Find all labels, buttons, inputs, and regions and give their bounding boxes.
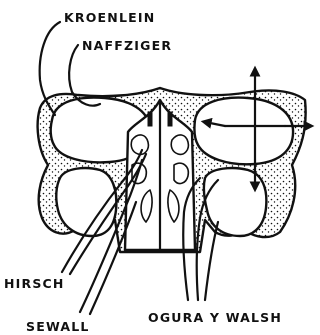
label-ogura-walsh: OGURA Y WALSH — [148, 310, 282, 325]
label-kroenlein: KROENLEIN — [64, 10, 155, 25]
label-sewall: SEWALL — [26, 319, 90, 334]
label-naffziger: NAFFZIGER — [82, 38, 172, 53]
right-maxillary-sinus — [204, 168, 266, 236]
right-orbit — [194, 98, 293, 165]
skull-section — [38, 88, 306, 252]
label-hirsch: HIRSCH — [4, 276, 65, 291]
ogura-walsh-path-c — [205, 222, 218, 300]
